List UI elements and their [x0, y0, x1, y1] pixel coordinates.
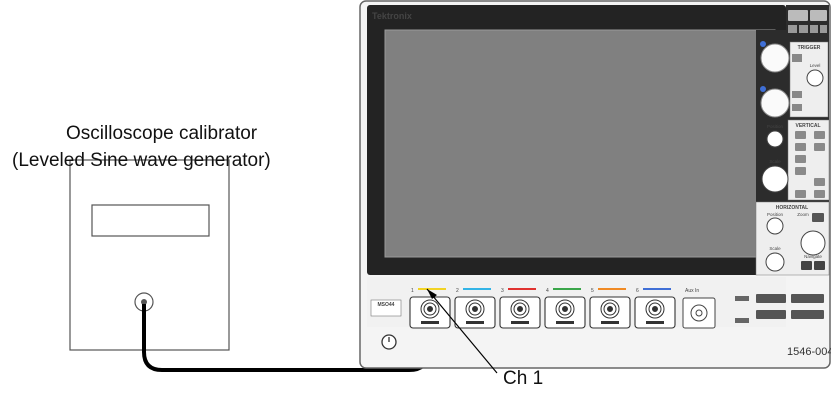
calibrator-subtitle: (Leveled Sine wave generator) — [12, 150, 271, 171]
navigate-label: Navigate — [804, 254, 822, 259]
bnc-connector-icon — [427, 306, 433, 312]
vertical-channel-button[interactable] — [795, 131, 806, 139]
channel-color-bar — [463, 288, 491, 290]
user-button[interactable] — [756, 310, 786, 319]
vertical-channel-button[interactable] — [814, 178, 825, 186]
figure-number: 1546-004 — [787, 346, 831, 358]
channel-number-label: 1 — [411, 288, 414, 294]
vertical-channel-button[interactable] — [795, 143, 806, 151]
calibrator-body — [69, 159, 230, 351]
vertical-position-label: Position — [767, 124, 784, 129]
autoset-button[interactable] — [791, 310, 824, 319]
small-button[interactable] — [799, 25, 808, 33]
usb-port[interactable] — [735, 318, 749, 323]
model-badge — [370, 299, 402, 317]
channel-number-label: 5 — [591, 288, 594, 294]
run-stop-button[interactable] — [788, 10, 808, 21]
vertical-channel-button[interactable] — [795, 155, 806, 163]
model-label: MSO44 — [378, 302, 395, 308]
trigger-title: TRIGGER — [798, 45, 821, 51]
touch-off-button[interactable] — [756, 294, 786, 303]
probe-pins-icon — [466, 321, 484, 324]
trigger-button[interactable] — [792, 91, 802, 98]
navigate-left-button[interactable] — [801, 261, 812, 270]
oscilloscope: Tektronix TRIGGER Level — [359, 0, 831, 369]
channel-number-label: 3 — [501, 288, 504, 294]
scope-brand: Tektronix — [372, 11, 412, 21]
probe-pins-icon — [511, 321, 529, 324]
bnc-connector-icon — [607, 306, 613, 312]
horizontal-scale-label: Scale — [769, 246, 781, 251]
scope-screen — [384, 29, 776, 258]
probe-pins-icon — [556, 321, 574, 324]
trigger-button[interactable] — [792, 54, 802, 62]
small-button[interactable] — [810, 25, 818, 33]
channel-number-label: 4 — [546, 288, 549, 294]
vertical-title: VERTICAL — [796, 123, 821, 129]
trigger-button[interactable] — [792, 104, 802, 111]
vertical-scale-knob[interactable] — [761, 165, 789, 193]
horizontal-position-label: Position — [767, 212, 784, 217]
channel-number-label: 6 — [636, 288, 639, 294]
multipurpose-knob-b[interactable] — [760, 88, 790, 118]
probe-pins-icon — [421, 321, 439, 324]
bnc-connector-icon — [517, 306, 523, 312]
channel-color-bar — [643, 288, 671, 290]
zoom-button[interactable] — [812, 213, 824, 222]
channel-button-grid — [795, 131, 825, 198]
channel-inputs: 1 2 3 4 5 6 — [409, 288, 676, 329]
vertical-scale-label: Scale — [769, 159, 781, 164]
horizontal-scale-knob[interactable] — [765, 252, 785, 272]
trigger-level-knob[interactable] — [806, 69, 824, 87]
probe-pins-icon — [646, 321, 664, 324]
vertical-channel-button[interactable] — [814, 131, 825, 139]
knob-a-indicator-icon — [760, 41, 766, 47]
bnc-connector-icon — [652, 306, 658, 312]
small-button[interactable] — [788, 25, 797, 33]
ch1-callout-label: Ch 1 — [503, 368, 544, 389]
navigate-right-button[interactable] — [814, 261, 825, 270]
single-seq-button[interactable] — [810, 10, 827, 21]
zoom-label: Zoom — [797, 212, 809, 217]
default-setup-button[interactable] — [791, 294, 824, 303]
calibrator — [69, 159, 230, 351]
small-button[interactable] — [820, 25, 827, 33]
level-label: Level — [810, 63, 821, 68]
horizontal-title: HORIZONTAL — [776, 205, 808, 211]
channel-color-bar — [598, 288, 626, 290]
vertical-channel-button[interactable] — [795, 190, 806, 198]
calibrator-output-pin — [141, 299, 147, 305]
channel-color-bar — [418, 288, 446, 290]
channel-number-label: 2 — [456, 288, 459, 294]
callout-leader — [426, 288, 498, 374]
navigate-knob[interactable] — [800, 230, 826, 256]
horizontal-position-knob[interactable] — [766, 217, 784, 235]
usb-port[interactable] — [735, 296, 749, 301]
aux-bnc-icon — [690, 304, 708, 322]
multipurpose-knob-a[interactable] — [760, 43, 790, 73]
vertical-channel-button[interactable] — [814, 190, 825, 198]
aux-in-label: Aux In — [685, 288, 699, 294]
knob-b-indicator-icon — [760, 86, 766, 92]
vertical-channel-button[interactable] — [814, 143, 825, 151]
vertical-channel-button[interactable] — [795, 167, 806, 175]
calibrator-title: Oscilloscope calibrator — [66, 123, 258, 144]
bnc-connector-icon — [472, 306, 478, 312]
bnc-connector-icon — [562, 306, 568, 312]
probe-pins-icon — [601, 321, 619, 324]
aux-bnc-center-icon — [695, 309, 703, 317]
calibrator-display — [91, 204, 210, 237]
callout-arrowhead-icon — [427, 289, 437, 299]
channel-color-bar — [553, 288, 581, 290]
channel-color-bar — [508, 288, 536, 290]
vertical-position-knob[interactable] — [766, 130, 784, 148]
